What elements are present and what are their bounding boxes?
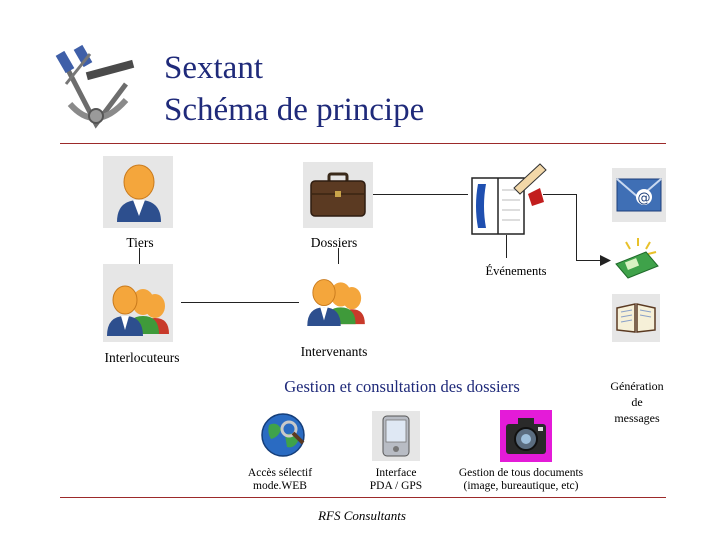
footer-rule bbox=[60, 497, 666, 498]
book-icon bbox=[616, 303, 656, 333]
connector-line bbox=[338, 248, 339, 264]
header-rule bbox=[60, 143, 666, 144]
tiers-panel bbox=[103, 156, 173, 228]
dossiers-label: Dossiers bbox=[310, 235, 358, 250]
connector-line bbox=[139, 248, 140, 264]
tiers-label: Tiers bbox=[126, 235, 154, 250]
interlocuteurs-panel bbox=[103, 264, 173, 342]
connector-line bbox=[372, 194, 468, 195]
phone-notebook-icon bbox=[471, 163, 547, 235]
section-title: Gestion et consultation des dossiers bbox=[284, 377, 520, 396]
group-icon bbox=[307, 279, 365, 326]
globe-icon bbox=[261, 413, 305, 457]
interlocuteurs-label: Interlocuteurs bbox=[104, 350, 180, 365]
web-access-label: Accès sélectif mode.WEB bbox=[247, 467, 313, 492]
person-icon bbox=[117, 164, 161, 222]
documents-label: Gestion de tous documents (image, bureau… bbox=[458, 467, 584, 492]
footer-text: RFS Consultants bbox=[318, 508, 406, 523]
email-icon: @ bbox=[616, 178, 662, 212]
book-panel bbox=[612, 294, 660, 342]
connector-line bbox=[506, 235, 507, 258]
intervenants-label: Intervenants bbox=[300, 344, 368, 359]
group-icon bbox=[107, 285, 169, 336]
pda-panel bbox=[372, 411, 420, 461]
page-title: Sextant bbox=[164, 50, 263, 86]
sms-phone-icon bbox=[615, 238, 659, 279]
connector-line bbox=[181, 302, 299, 303]
pda-icon bbox=[382, 415, 410, 457]
svg-text:@: @ bbox=[638, 191, 651, 206]
dossiers-panel bbox=[303, 162, 373, 228]
page-subtitle: Schéma de principe bbox=[164, 92, 425, 128]
camera-icon bbox=[500, 410, 552, 462]
arrow-icon bbox=[600, 255, 611, 266]
evenements-label: Événements bbox=[485, 264, 547, 278]
email-panel: @ bbox=[612, 168, 666, 222]
sextant-icon bbox=[55, 44, 135, 129]
generation-label: Génération de messages bbox=[610, 379, 664, 425]
connector-line bbox=[576, 194, 577, 260]
connector-line bbox=[576, 260, 604, 261]
pda-label: Interface PDA / GPS bbox=[369, 467, 423, 492]
briefcase-icon bbox=[310, 172, 366, 217]
connector-line bbox=[543, 194, 576, 195]
